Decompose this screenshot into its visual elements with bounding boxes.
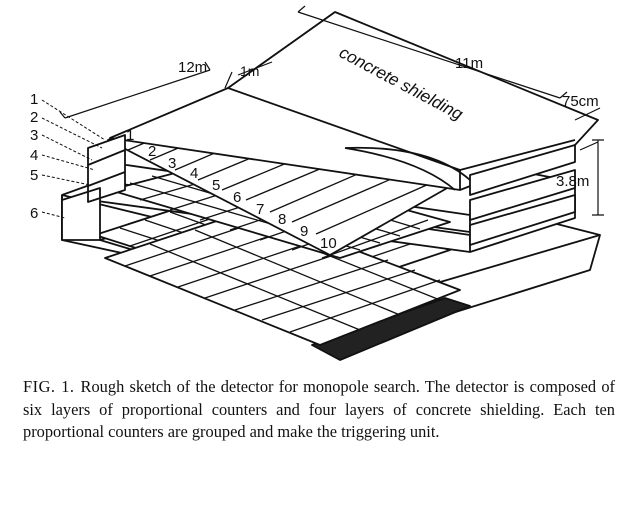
counter-number-6: 6 (233, 189, 241, 206)
counter-number-7: 7 (256, 201, 264, 218)
layer-label-6: 6 (30, 205, 38, 222)
figure-caption: FIG. 1.Rough sketch of the detector for … (23, 376, 615, 444)
dim-label-12m: 12m (178, 59, 207, 76)
dim-label-11m: 11m (455, 55, 483, 72)
counter-number-8: 8 (278, 211, 286, 228)
dim-label-3.8m: 3.8m (556, 173, 589, 190)
counter-number-3: 3 (168, 155, 176, 172)
caption-text: Rough sketch of the detector for monopol… (23, 377, 615, 441)
layer-label-5: 5 (30, 167, 38, 184)
dim-label-1m: 1m (240, 63, 259, 79)
layer-label-1: 1 (30, 91, 38, 108)
dim-1m (224, 61, 273, 89)
dim-75cm (574, 107, 601, 151)
dim-label-75cm: 75cm (562, 93, 599, 110)
layer-label-2: 2 (30, 109, 38, 126)
left-block-stack (61, 134, 126, 241)
counter-number-2: 2 (148, 143, 156, 160)
counter-number-1: 1 (126, 127, 134, 144)
counter-number-4: 4 (190, 165, 198, 182)
counter-number-9: 9 (300, 223, 308, 240)
detector-diagram: 1 2 3 4 5 6 1 2 3 4 5 6 7 8 9 10 12m 1m … (30, 5, 604, 361)
dim-3.8m (592, 139, 604, 216)
dim-11m (297, 5, 568, 99)
layer-label-3: 3 (30, 127, 38, 144)
right-block-stack (469, 144, 576, 246)
counter-number-5: 5 (212, 177, 220, 194)
layer-label-4: 4 (30, 147, 38, 164)
counter-number-10: 10 (320, 235, 337, 252)
figure-label: FIG. 1. (23, 377, 75, 396)
dim-12m (59, 61, 211, 119)
